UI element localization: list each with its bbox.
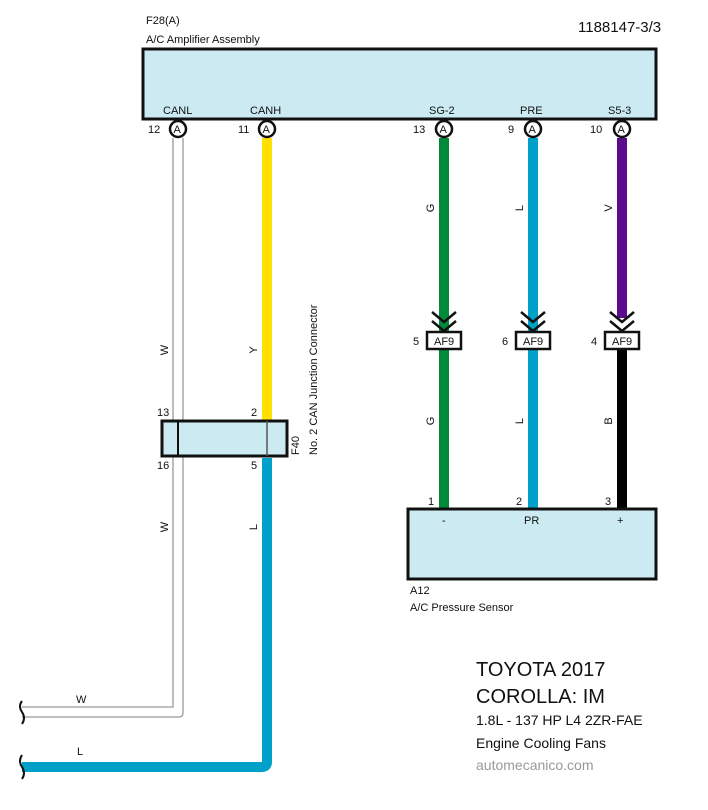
sensor-name: A/C Pressure Sensor <box>410 602 514 614</box>
sensor-pin-label-plus: + <box>617 515 623 527</box>
connector-a-circle <box>612 119 632 139</box>
junction-pin-5: 5 <box>251 460 257 472</box>
inline-connector-pin: 4 <box>591 336 597 348</box>
source-watermark: automecanico.com <box>476 757 594 773</box>
pin-label-canl: CANL <box>163 105 192 117</box>
pin-number-12: 12 <box>148 124 160 136</box>
wire-code-canh-upper: Y <box>248 346 260 354</box>
connector-a-circle <box>257 119 277 139</box>
junction-name: No. 2 CAN Junction Connector <box>308 304 320 455</box>
wire-code-sg2-upper: G <box>425 204 437 213</box>
pin-label-pre: PRE <box>520 105 543 117</box>
connector-letter: A <box>440 124 448 136</box>
exit-wire-label-w: W <box>76 694 87 706</box>
inline-connector-s53 <box>603 311 641 351</box>
junction-pin-16: 16 <box>157 460 169 472</box>
wire-code-canl-lower: W <box>159 521 171 532</box>
amplifier-box <box>141 47 658 121</box>
connector-a-circle <box>168 119 188 139</box>
wire-code-canh-lower: L <box>248 524 260 530</box>
inline-connector-pin: 6 <box>502 336 508 348</box>
pressure-sensor-box <box>406 507 658 581</box>
wire-code-canl-upper: W <box>159 344 171 355</box>
amplifier-name: A/C Amplifier Assembly <box>146 34 260 46</box>
sensor-pin-number-3: 3 <box>605 496 611 508</box>
inline-connector-pin: 5 <box>413 336 419 348</box>
connector-letter: A <box>174 124 182 136</box>
inline-connector-pre <box>514 311 552 351</box>
wire-code-pre-upper: L <box>514 205 526 211</box>
wire-canh-lower <box>22 458 272 772</box>
chevron-icon <box>520 311 546 324</box>
wire-canl <box>22 138 184 718</box>
exit-wire-label-l: L <box>77 746 83 758</box>
wire-code-s53-upper: V <box>603 204 615 212</box>
vehicle-make-year: TOYOTA 2017 <box>476 659 605 681</box>
chevron-icon <box>609 311 635 324</box>
connector-a-circle <box>434 119 454 139</box>
vehicle-engine: 1.8L - 137 HP L4 2ZR-FAE <box>476 712 643 728</box>
pin-number-10: 10 <box>590 124 602 136</box>
connector-letter: A <box>618 124 626 136</box>
pin-label-s53: S5-3 <box>608 105 631 117</box>
wire-code-sg2-lower: G <box>425 417 437 426</box>
pin-number-13: 13 <box>413 124 425 136</box>
chevron-icon <box>431 311 457 324</box>
inline-connector-label: AF9 <box>523 336 543 348</box>
junction-code: F40 <box>290 436 302 455</box>
sensor-pin-label-pr: PR <box>524 515 539 527</box>
junction-pin-2: 2 <box>251 407 257 419</box>
pin-number-11: 11 <box>238 124 249 136</box>
inline-connector-label: AF9 <box>434 336 454 348</box>
inline-connector-label: AF9 <box>612 336 632 348</box>
wire-code-s53-lower: B <box>603 417 615 424</box>
diagram-id: 1188147-3/3 <box>578 19 661 36</box>
vehicle-model: COROLLA: IM <box>476 686 605 708</box>
pin-label-sg2: SG-2 <box>429 105 455 117</box>
junction-pin-13: 13 <box>157 407 169 419</box>
connector-letter: A <box>529 124 537 136</box>
connector-a-circle <box>523 119 543 139</box>
wire-break-icon <box>19 754 25 780</box>
sensor-pin-label-minus: - <box>442 515 446 527</box>
pin-label-canh: CANH <box>250 105 281 117</box>
pin-number-9: 9 <box>508 124 514 136</box>
junction-connector-box <box>160 419 289 458</box>
connector-letter: A <box>263 124 271 136</box>
sensor-pin-number-1: 1 <box>428 496 434 508</box>
inline-connector-sg2 <box>425 311 463 351</box>
sensor-pin-number-2: 2 <box>516 496 522 508</box>
wire-code-pre-lower: L <box>514 418 526 424</box>
amplifier-code: F28(A) <box>146 15 180 27</box>
sensor-code: A12 <box>410 585 430 597</box>
wire-break-icon <box>19 700 25 725</box>
system-name: Engine Cooling Fans <box>476 735 606 751</box>
